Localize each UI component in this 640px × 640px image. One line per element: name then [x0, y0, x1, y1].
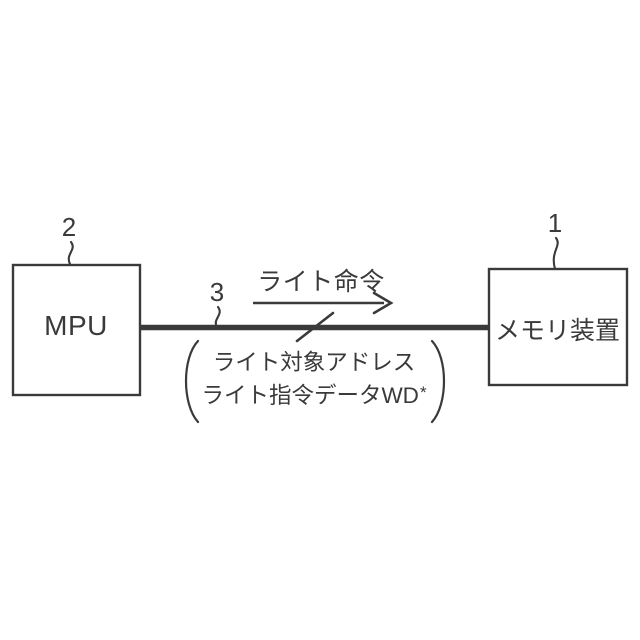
leader-line-1	[552, 236, 559, 271]
payload-note-line-1: ライト対象アドレス	[212, 350, 416, 375]
memory-device-block-rect	[487, 267, 629, 387]
mpu-block-rect	[11, 263, 142, 397]
reference-numeral-memory-device: 1	[547, 208, 563, 238]
payload-note-line-2-text: ライト指令データWD	[201, 383, 419, 408]
mpu-block-label: MPU	[44, 310, 108, 341]
reference-numeral-mpu: 2	[61, 212, 77, 242]
payload-note-footnote-marker: *	[419, 383, 427, 402]
bus-slash-mark	[295, 311, 335, 343]
payload-note-line-2: ライト指令データWD*	[183, 378, 445, 411]
payload-left-parenthesis	[184, 339, 200, 424]
payload-right-parenthesis	[430, 339, 446, 424]
leader-line-3	[214, 305, 221, 329]
memory-device-block-label: メモリ装置	[494, 317, 620, 345]
flow-arrow-head	[372, 291, 394, 315]
flow-arrow-label: ライト命令	[257, 268, 385, 296]
reference-numeral-bus: 3	[209, 277, 225, 307]
payload-note: ライト対象アドレス ライト指令データWD*	[183, 348, 445, 411]
leader-line-2	[67, 240, 74, 266]
